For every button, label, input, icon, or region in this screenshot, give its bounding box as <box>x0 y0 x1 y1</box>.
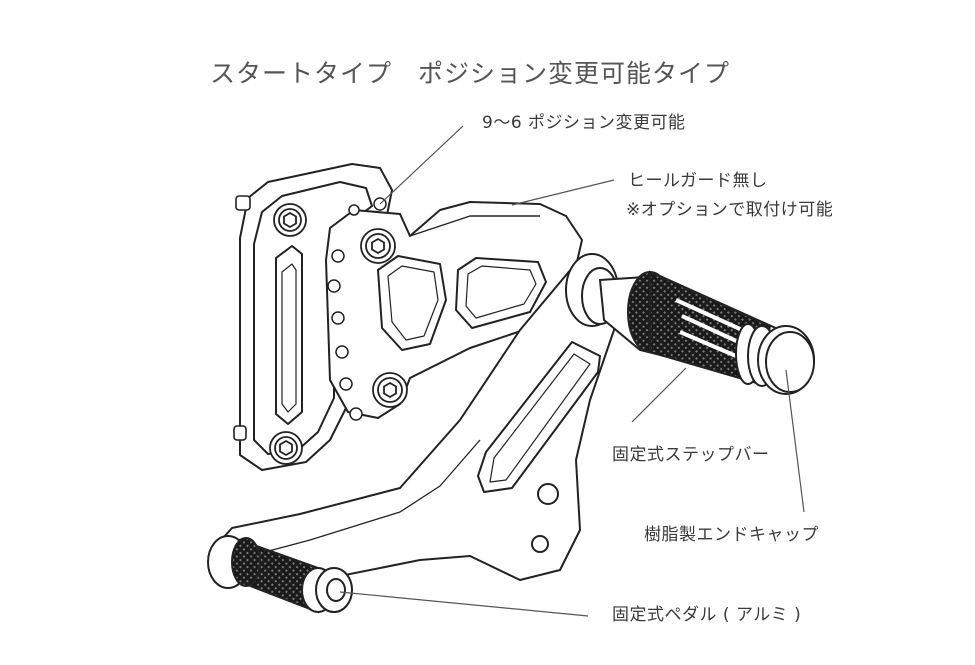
end-cap <box>757 325 815 395</box>
leader-pedal <box>339 591 589 617</box>
bolt-bottom-right <box>372 372 408 408</box>
label-heel-guard-option: ※オプションで取付け可能 <box>626 200 834 220</box>
step-bar <box>598 270 782 387</box>
bolt-bottom-left <box>269 431 303 465</box>
label-end-cap: 樹脂製エンドキャップ <box>644 525 819 545</box>
label-heel-guard: ヒールガード無し <box>628 171 768 191</box>
leader-lines <box>339 125 805 617</box>
leader-position <box>379 125 464 205</box>
label-pedal: 固定式ペダル ( アルミ ) <box>612 605 802 625</box>
lever-arm <box>213 267 615 581</box>
position-holes <box>327 197 387 421</box>
bolt-top-right <box>360 228 396 264</box>
hex-bolts <box>269 203 408 465</box>
bolt-top-left <box>273 203 307 237</box>
leader-step-bar <box>631 367 687 423</box>
leader-heel-guard <box>511 179 615 206</box>
leader-end-cap <box>785 369 805 513</box>
diagram-title: スタートタイプ ポジション変更可能タイプ <box>210 59 731 88</box>
mount-studs <box>233 195 251 441</box>
label-position-adjustable: 9～6 ポジション変更可能 <box>482 113 686 133</box>
label-step-bar: 固定式ステップバー <box>612 445 770 465</box>
pedal <box>207 535 353 614</box>
